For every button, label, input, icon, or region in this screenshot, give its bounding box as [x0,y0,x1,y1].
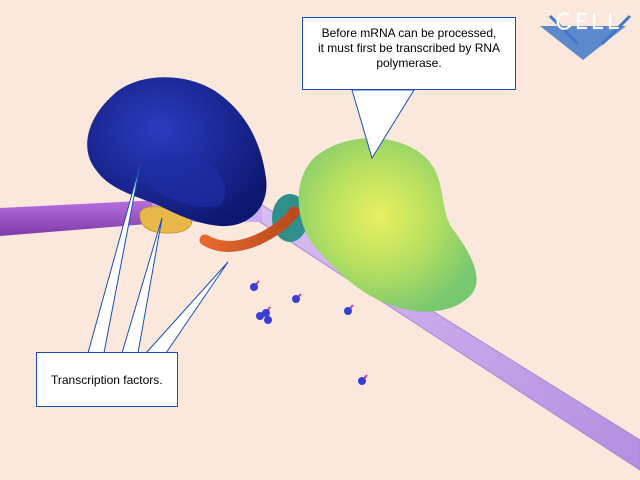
nucleotide [256,312,264,320]
transcription-factors-label: Transcription factors. [51,373,163,387]
nucleotide [250,280,260,291]
nucleotide [264,316,272,324]
mrna-strand [199,206,300,252]
polymerase-callout-pointer [351,89,415,160]
nucleotide [344,304,354,315]
polymerase-callout-line-2: it must first be transcribed by RNA [317,41,501,55]
nucleotide [358,374,368,385]
polymerase-callout-line-3: polymerase. [376,56,442,70]
polymerase-callout: Before mRNA can be processed, it must fi… [302,17,516,90]
rna-polymerase [298,138,477,312]
nucleotide [262,306,271,317]
cell-logo [540,14,632,60]
transcription-factors-callout: Transcription factors. [36,352,178,407]
nucleotide [292,293,302,303]
polymerase-callout-line-1: Before mRNA can be processed, [321,26,497,40]
free-nucleotides [250,280,368,385]
cell-logo-letters [556,12,620,30]
large-tf-highlight [141,153,226,208]
